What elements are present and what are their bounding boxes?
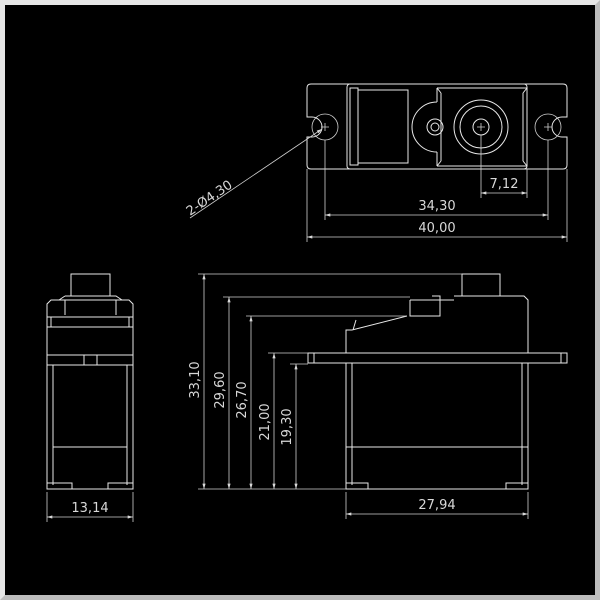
dim-total-height: 33,10 <box>188 361 203 398</box>
dim-flange-bottom-height: 19,30 <box>280 408 295 445</box>
dim-case-height: 29,60 <box>213 371 228 408</box>
hole-leader-line <box>189 128 323 219</box>
top-view: 7,12 34,30 40,00 2-Ø4,30 <box>184 83 568 242</box>
dim-depth: 13,14 <box>71 501 108 516</box>
side-view: 33,10 29,60 26,70 21,00 19,30 27,94 <box>188 273 568 519</box>
output-spline <box>461 273 501 297</box>
dim-width: 27,94 <box>418 498 455 513</box>
dim-body-step-height: 26,70 <box>235 381 250 418</box>
side-flange <box>307 352 568 364</box>
hole-callout: 2-Ø4,30 <box>184 178 236 220</box>
dim-hole-spacing: 34,30 <box>418 199 455 214</box>
mounting-flange <box>306 83 568 170</box>
end-output-spline <box>70 273 111 297</box>
dim-overall-length: 40,00 <box>418 221 455 236</box>
case-window <box>357 89 409 164</box>
idler-boss <box>426 118 444 136</box>
case-body <box>346 83 528 170</box>
end-view: 13,14 <box>46 273 134 522</box>
dim-flange-top-height: 21,00 <box>258 403 273 440</box>
dim-horn-offset: 7,12 <box>490 177 519 192</box>
